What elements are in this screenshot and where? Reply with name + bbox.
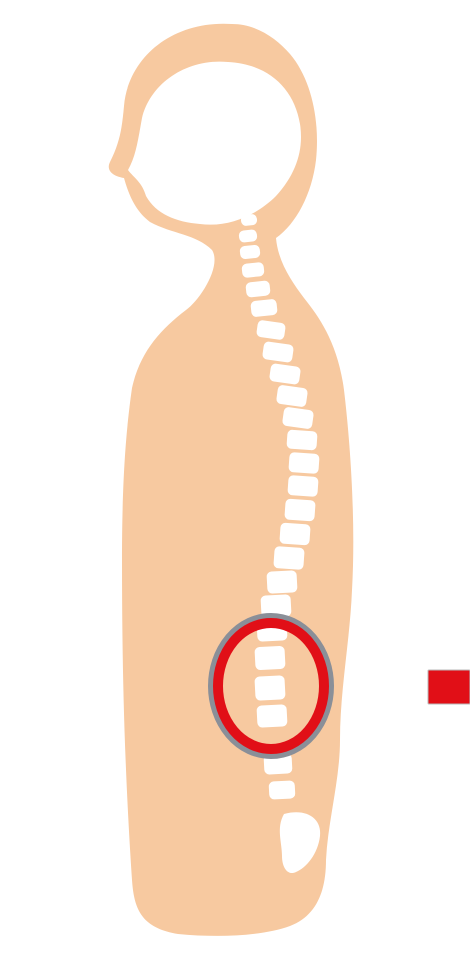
- vertebra: [288, 452, 319, 474]
- vertebra: [284, 498, 315, 521]
- vertebra: [241, 262, 264, 278]
- vertebra: [256, 704, 287, 728]
- arrow-right-icon: [428, 670, 470, 704]
- vertebra: [287, 475, 318, 497]
- vertebra: [254, 646, 285, 671]
- vertebra: [269, 780, 296, 799]
- vertebra: [279, 522, 310, 545]
- vertebra: [245, 280, 270, 297]
- vertebra: [286, 429, 317, 450]
- vertebra: [250, 299, 278, 318]
- vertebra: [254, 675, 285, 701]
- vertebra: [239, 244, 260, 259]
- vertebra: [273, 546, 304, 570]
- vertebra: [266, 570, 297, 594]
